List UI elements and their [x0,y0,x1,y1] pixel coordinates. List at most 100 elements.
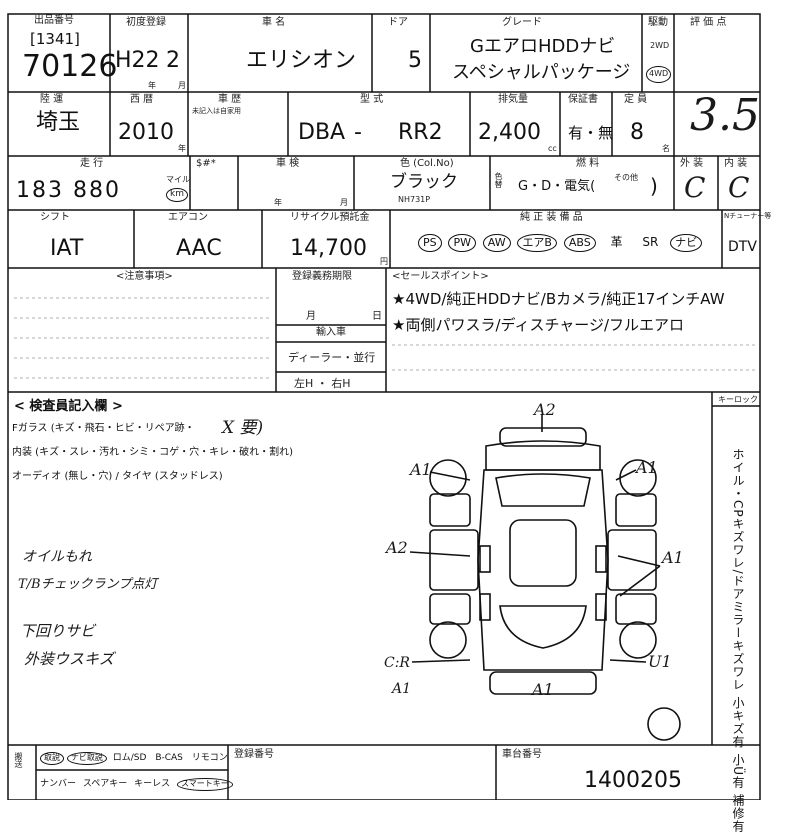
equipment-leather: 革 [610,235,623,249]
interior-label: 内 装 [724,158,748,169]
equipment-ps: PS [418,234,442,253]
insp-month-unit: 月 [340,198,348,207]
sales-point-2: ★両側パワスラ/ディスチャージ/フルエアロ [392,316,685,334]
displacement: 2,400 [478,120,541,145]
note-oil-leak: オイルもれ [22,549,92,565]
sales-point-1: ★4WD/純正HDDナビ/Bカメラ/純正17インチAW [392,290,725,308]
score: 3.5 [690,90,760,141]
fuel: G・D・電気( [518,179,596,194]
tv: DTV [728,239,757,255]
drive-label: 駆動 [648,17,668,28]
delivery-label: 搬送 [14,752,23,768]
item-bcas: B-CAS [155,753,183,763]
equipment-aw: AW [482,234,511,253]
note-exterior-scratch: 外装ウスキズ [24,650,115,668]
exterior-label: 外 装 [680,158,704,169]
mark-right-door: A1 [662,548,684,567]
dealer: ディーラー・並行 [288,351,376,364]
item-remote: リモコン [191,753,228,763]
drive-2wd: 2WD [650,41,670,50]
aircon: AAC [176,236,222,261]
chassis-number: 1400205 [584,768,682,793]
fuel-other: その他 [614,173,638,182]
audio-tire-line: オーディオ (無し・穴) / タイヤ (スタッドレス) [12,471,223,482]
grade-label: グレード [502,17,542,28]
recycle-label: リサイクル預託金 [290,212,370,223]
year-label: 西 暦 [130,94,154,105]
exterior-score: C [684,171,706,204]
color: ブラック [390,172,458,192]
shift-label: シフト [40,212,70,223]
mark-rear-right: U1 [648,652,672,671]
mark-front-left: A1 [410,460,432,479]
delivery-items-row2: ナンバー スペアキー キーレス スマートキー [40,778,233,791]
equipment-label: 純 正 装 備 品 [520,212,583,223]
mark-rear-bumper: A1 [532,680,554,699]
type-code: RR2 [398,120,443,145]
equipment-pw: PW [448,234,476,253]
doors: 5 [408,48,422,73]
color-change-label: 色替 [494,172,503,188]
item-navi-manual: ナビ取説 [66,752,107,765]
reg-day: 日 [372,311,382,322]
import-label: 輸入車 [316,327,346,338]
inspection-label: 車 検 [276,158,300,169]
body-label: 車 歴 [218,94,242,105]
seats: 8 [630,120,644,145]
shift: IAT [50,236,84,261]
model-name: エリシオン [246,48,357,73]
interior-score: C [728,171,750,204]
tv-label: Nチューナー等 [724,212,772,220]
body-sub: 未記入は自家用 [192,107,241,115]
grade-line2: スペシャルパッケージ [452,62,631,83]
inspection-title: < 検査員記入欄 > [14,399,123,414]
warranty-label: 保証書 [568,94,598,105]
yen-unit: 円 [380,257,388,266]
mark-front-right: A1 [636,458,658,477]
notes-label: <注意事項> [116,271,173,282]
equipment-airbag: エアB [517,234,557,253]
lot-label: 出品番号 [34,15,74,26]
car-diagram [409,414,681,741]
mileage-label: 走 行 [80,158,104,169]
equipment-navi: ナビ [670,234,703,253]
wheel-mirror-vertical-note: ホイル・CPキズワレ/ドアミラーキズワレ 小キズ有 小Ü有 補修有 [731,448,745,833]
note-underbody-rust: 下回りサビ [20,622,96,640]
aircon-label: エアコン [168,212,208,223]
grade-line1: GエアロHDDナビ [470,36,616,57]
item-spare-key: スペアキー [82,779,128,789]
item-manual: 取説 [40,752,64,765]
first-reg-era: H22 [115,48,160,73]
color-code: NH731P [398,195,431,204]
glass-line: Fガラス (キズ・飛石・ヒビ・リペア跡・ [12,423,195,434]
door-label: ドア [388,17,408,28]
glass-mark: X 要) [222,418,264,438]
type-prefix: DBA [298,120,346,145]
year-unit: 年 [178,144,186,153]
model-type-label: 型 式 [360,94,384,105]
score-label: 評 価 点 [690,17,727,28]
year: 2010 [118,120,174,145]
first-reg-month-unit: 月 [178,81,186,90]
type-dash: - [354,120,362,145]
reg-deadline-label: 登録義務期限 [292,271,352,282]
delivery-items-row1: 取説 ナビ取説 ロム/SD B-CAS リモコン [40,752,231,765]
mileage-unit-mile: マイル [166,175,190,184]
equipment-abs: ABS [563,234,596,253]
sales-label: <セールスポイント> [392,271,489,282]
cc-unit: cc [548,144,557,153]
seats-label: 定 員 [624,94,648,105]
mark-rear-left: A1 [392,681,412,697]
handle: 左H ・ 右H [294,377,351,390]
region: 埼玉 [36,110,81,135]
item-smart-key: スマートキー [177,778,233,791]
unit-label: $#* [196,158,216,169]
model-label: 車 名 [262,17,286,28]
item-number-plate: ナンバー [40,779,77,789]
cc-label: 排気量 [498,94,528,105]
region-label: 陸 運 [40,94,64,105]
reg-month: 月 [306,311,316,322]
sheet-grid [7,13,761,800]
mark-left-door: A2 [386,538,408,557]
mark-rear-left-cr: C:R [384,655,410,671]
